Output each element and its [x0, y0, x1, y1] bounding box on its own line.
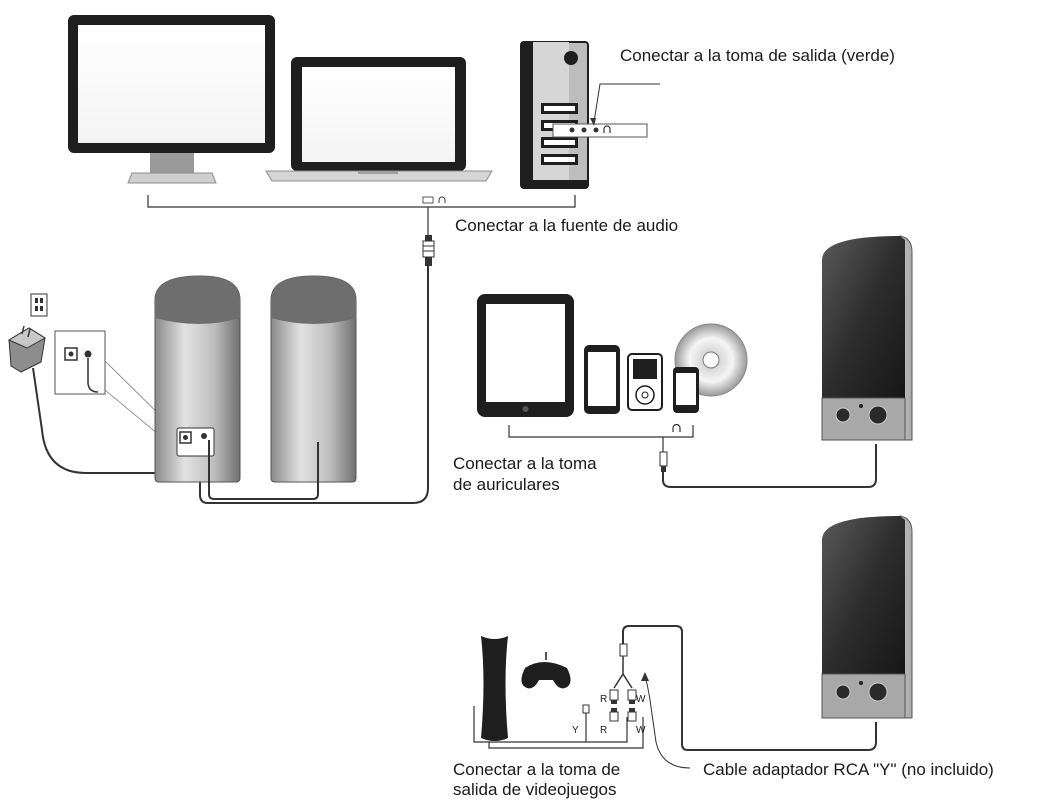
headphone-jack-label-line2: de auriculares	[453, 475, 560, 494]
speaker-front-icon	[821, 515, 913, 719]
white-plug-label: W	[636, 725, 646, 736]
portable-audio-cable	[662, 444, 877, 488]
left-speaker-rear	[154, 275, 241, 483]
gamepad-icon	[521, 652, 571, 689]
power-adapter-icon	[7, 325, 46, 373]
power-cable	[32, 367, 176, 474]
rca-y-adapter-icon: R W R W Y	[572, 643, 646, 736]
audio-source-bracket	[147, 195, 576, 235]
smartphone-icon	[584, 345, 620, 414]
game-console-icon	[481, 636, 508, 741]
audio-plug-icon	[422, 235, 435, 266]
yellow-plug-label: Y	[572, 725, 579, 736]
power-jack-callout	[54, 330, 178, 450]
music-player-icon	[627, 353, 663, 411]
headphone-jack-label-line1: Conectar a la toma	[453, 454, 597, 473]
output-jack-label: Conectar a la toma de salida (verde)	[620, 46, 895, 65]
desktop-monitor-icon	[68, 15, 275, 184]
white-plug-label: W	[636, 694, 646, 705]
computer-tower-icon	[520, 41, 589, 189]
right-speaker-rear	[270, 275, 357, 483]
tablet-icon	[477, 294, 574, 417]
audio-plug-icon	[659, 451, 668, 472]
headphone-symbol-icon	[672, 423, 681, 432]
audio-source-label: Conectar a la fuente de audio	[455, 216, 679, 235]
audio-output-jack-icon	[552, 123, 648, 138]
rca-cable-bundle	[473, 706, 644, 749]
red-plug-label: R	[600, 694, 607, 705]
headphone-bracket	[508, 425, 694, 452]
laptop-icon	[265, 57, 493, 182]
red-plug-label: R	[600, 725, 607, 736]
game-output-label-line2: salida de videojuegos	[453, 780, 617, 799]
wall-outlet-icon	[30, 293, 48, 317]
headphone-symbol-icon	[422, 196, 446, 204]
game-output-label-line1: Conectar a la toma de	[453, 760, 621, 779]
main-audio-cable	[199, 266, 429, 504]
rca-to-speaker-cable	[622, 625, 877, 751]
rca-cable-label: Cable adaptador RCA "Y" (no incluido)	[703, 760, 994, 779]
speaker-front-icon	[821, 235, 913, 441]
mp3-player-icon	[673, 367, 699, 413]
callout-arrow	[644, 675, 691, 769]
leader-line	[593, 83, 660, 123]
speaker-link-cable	[208, 440, 319, 500]
